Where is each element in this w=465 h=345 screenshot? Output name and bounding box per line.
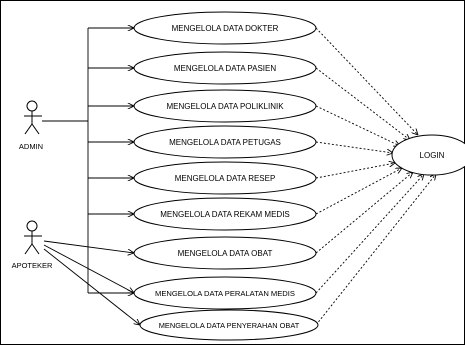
use-case-label: MENGELOLA DATA PASIEN xyxy=(174,64,276,73)
dokter-to-login xyxy=(315,27,418,135)
use-case-label: MENGELOLA DATA RESEP xyxy=(175,174,276,183)
actor-apoteker xyxy=(24,220,42,255)
poliklinik-to-login xyxy=(315,105,400,146)
use-case-rekam-medis: MENGELOLA DATA REKAM MEDIS xyxy=(133,197,317,231)
use-case-poliklinik: MENGELOLA DATA POLIKLINIK xyxy=(133,89,317,123)
pasien-to-login xyxy=(315,67,410,140)
actor-apoteker-label: APOTEKER xyxy=(12,261,53,270)
peralatan-medis-to-login xyxy=(315,174,424,294)
apoteker-to-penyerahan xyxy=(43,248,140,325)
resep-to-login xyxy=(315,163,395,179)
use-case-label: MENGELOLA DATA OBAT xyxy=(178,249,273,258)
use-case-label: MENGELOLA DATA DOKTER xyxy=(172,24,279,33)
use-case-label: MENGELOLA DATA PETUGAS xyxy=(169,138,281,147)
penyerahan-obat-to-login xyxy=(315,174,436,326)
use-case-label: MENGELOLA DATA POLIKLINIK xyxy=(166,102,284,111)
use-case-resep: MENGELOLA DATA RESEP xyxy=(133,161,317,195)
actor-admin xyxy=(24,100,42,135)
rekam-medis-to-login xyxy=(315,168,402,215)
include-lines xyxy=(315,27,436,326)
actor-admin-label: ADMIN xyxy=(19,142,43,151)
association-lines xyxy=(42,28,140,325)
obat-to-login xyxy=(315,172,413,254)
petugas-to-login xyxy=(315,141,393,153)
use-case-pasien: MENGELOLA DATA PASIEN xyxy=(133,51,317,85)
actor-head-icon xyxy=(26,220,38,232)
use-case-peralatan-medis: MENGELOLA DATA PERALATAN MEDIS xyxy=(133,276,317,310)
apoteker-to-obat xyxy=(43,240,134,253)
use-case-label: MENGELOLA DATA PERALATAN MEDIS xyxy=(155,289,295,298)
apoteker-to-peralatan xyxy=(43,244,134,293)
use-case-login: LOGIN xyxy=(391,134,465,176)
login-label: LOGIN xyxy=(420,151,445,160)
actor-head-icon xyxy=(26,100,38,112)
use-case-label: MENGELOLA DATA PENYERAHAN OBAT xyxy=(159,321,300,330)
use-case-dokter: MENGELOLA DATA DOKTER xyxy=(133,11,317,45)
use-case-label: MENGELOLA DATA REKAM MEDIS xyxy=(160,210,290,219)
use-case-petugas: MENGELOLA DATA PETUGAS xyxy=(133,125,317,159)
use-case-penyerahan-obat: MENGELOLA DATA PENYERAHAN OBAT xyxy=(139,309,319,341)
use-case-obat: MENGELOLA DATA OBAT xyxy=(133,236,317,270)
